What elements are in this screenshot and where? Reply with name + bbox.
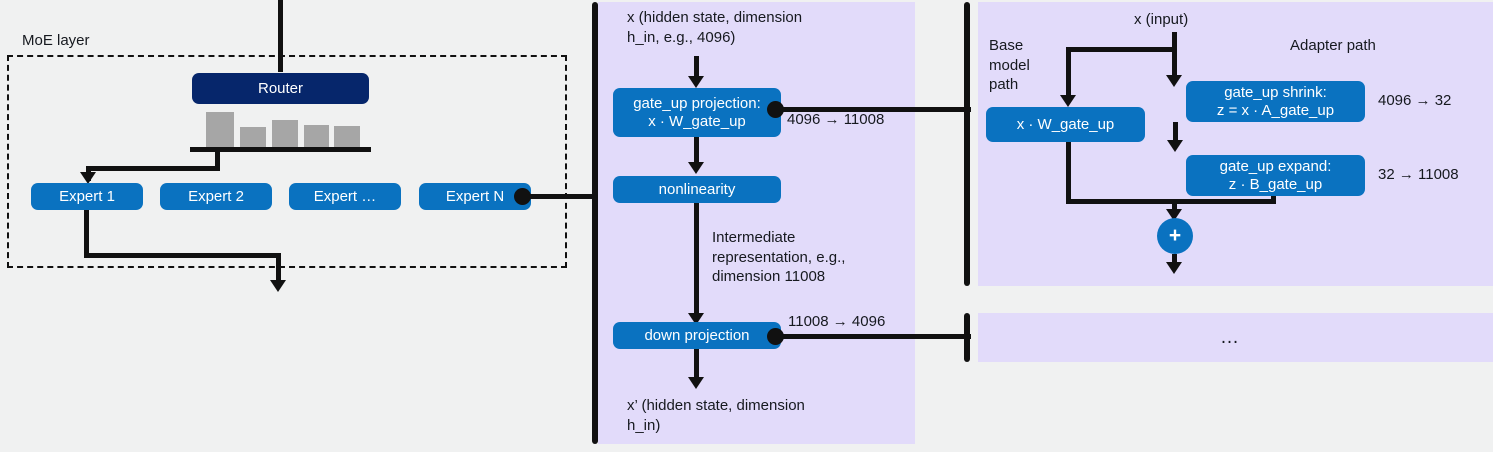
moe-output-line: [276, 253, 281, 285]
base-path-merge-line: [1066, 142, 1071, 204]
sum-node: +: [1157, 218, 1193, 254]
sum-output-line: [1172, 254, 1177, 268]
down-projection-box[interactable]: down projection: [613, 322, 781, 349]
more-detail-ellipsis: …: [1220, 327, 1241, 348]
expert-1-output-line-down: [84, 210, 89, 258]
more-detail-panel: [978, 313, 1493, 362]
shrink-to-expand-arrowhead: [1167, 140, 1183, 152]
base-model-path-label: Base model path: [989, 37, 1030, 93]
gate-up-to-lora-line: [775, 107, 971, 112]
gate-up-projection-line-1: gate_up projection:: [633, 95, 761, 113]
merge-bus-line: [1066, 199, 1276, 204]
moe-output-arrowhead: [270, 280, 286, 292]
lora-adapter-branch-arrowhead: [1166, 75, 1182, 87]
nonlinearity-to-down-line: [694, 203, 699, 318]
sum-symbol: +: [1168, 224, 1182, 247]
expert-label-2: Expert 2: [188, 187, 244, 205]
down-projection-output-arrowhead: [688, 377, 704, 389]
expert-detail-input-arrow-line: [694, 56, 699, 80]
gate-up-to-nonlinearity-line: [694, 137, 699, 165]
gate-up-shrink-dim-label: 4096 → 32: [1378, 92, 1452, 109]
expert-box-3[interactable]: Expert …: [289, 183, 401, 210]
gate-up-to-nonlinearity-arrowhead: [688, 162, 704, 174]
gate-up-expand-dim-label: 32 → 11008: [1378, 166, 1459, 183]
expert-label-3: Expert …: [313, 187, 377, 205]
lora-detail-panel: [978, 2, 1493, 286]
expert-box-n[interactable]: Expert N: [419, 183, 531, 210]
base-model-gate-up-label: x · W_gate_up: [1016, 115, 1115, 133]
nonlinearity-box[interactable]: nonlinearity: [613, 176, 781, 203]
shrink-to-expand-line: [1173, 122, 1178, 144]
intermediate-representation-label: Intermediate representation, e.g., dimen…: [712, 229, 846, 285]
base-model-gate-up-box[interactable]: x · W_gate_up: [986, 107, 1145, 142]
down-projection-to-more-line: [775, 334, 971, 339]
nonlinearity-label: nonlinearity: [658, 180, 736, 198]
expert-detail-panel: [598, 2, 915, 444]
expert-detail-input-arrowhead: [688, 76, 704, 88]
sum-output-arrowhead: [1166, 262, 1182, 274]
router-select-line-down: [215, 147, 220, 168]
router-weight-baseline: [190, 147, 371, 152]
router-weight-bar-1: [206, 112, 234, 147]
down-projection-dim-label: 11008 → 4096: [788, 313, 886, 330]
gate-up-projection-line-2: x · W_gate_up: [648, 112, 746, 130]
expert-detail-panel-bracket: [592, 2, 598, 444]
moe-input-line: [278, 0, 283, 72]
router-box[interactable]: Router: [192, 73, 369, 104]
gate-up-projection-box[interactable]: gate_up projection: x · W_gate_up: [613, 88, 781, 137]
expert-box-1[interactable]: Expert 1: [31, 183, 143, 210]
gate-up-dim-label: 4096 → 11008: [787, 111, 885, 128]
lora-split-line: [1066, 47, 1177, 52]
expert-box-2[interactable]: Expert 2: [160, 183, 272, 210]
expert-detail-output-label: x’ (hidden state, dimension h_in): [627, 397, 805, 434]
router-select-line-across: [86, 166, 220, 171]
adapter-path-label: Adapter path: [1290, 37, 1376, 54]
down-projection-label: down projection: [644, 326, 750, 344]
expert-label-1: Expert 1: [59, 187, 115, 205]
lora-base-branch-line: [1066, 47, 1071, 99]
expert-label-n: Expert N: [445, 187, 505, 205]
router-label: Router: [257, 79, 304, 97]
merge-to-sum-line: [1172, 199, 1177, 215]
more-detail-panel-bracket: [964, 313, 970, 362]
lora-adapter-branch-line: [1172, 47, 1177, 79]
lora-detail-panel-bracket: [964, 2, 970, 286]
gate-up-shrink-box[interactable]: gate_up shrink: z = x · A_gate_up: [1186, 81, 1365, 122]
moe-layer-group-border: [7, 55, 567, 268]
gate-up-expand-line-2: z · B_gate_up: [1228, 175, 1323, 193]
router-weight-bar-2: [240, 127, 266, 147]
down-projection-output-line: [694, 349, 699, 382]
gate-up-shrink-line-2: z = x · A_gate_up: [1216, 101, 1335, 119]
lora-input-label: x (input): [1134, 11, 1189, 28]
expert-n-to-detail-line: [522, 194, 598, 199]
expert-1-output-line-across: [84, 253, 281, 258]
lora-input-line: [1172, 32, 1177, 50]
router-select-arrowhead: [80, 172, 96, 184]
moe-layer-title: MoE layer: [22, 32, 90, 49]
gate-up-expand-box[interactable]: gate_up expand: z · B_gate_up: [1186, 155, 1365, 196]
router-weight-bar-4: [304, 125, 329, 147]
router-weight-bar-3: [272, 120, 298, 147]
router-weight-bar-5: [334, 126, 360, 147]
gate-up-shrink-line-1: gate_up shrink:: [1224, 84, 1327, 102]
gate-up-expand-line-1: gate_up expand:: [1219, 158, 1332, 176]
lora-base-branch-arrowhead: [1060, 95, 1076, 107]
expert-detail-input-label: x (hidden state, dimension h_in, e.g., 4…: [627, 9, 803, 46]
